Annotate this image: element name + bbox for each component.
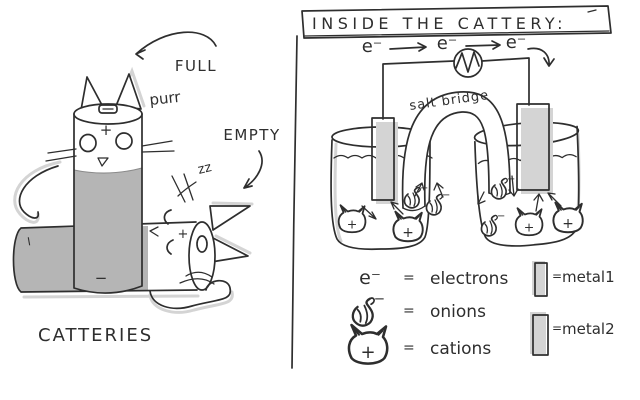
right-beaker-ions (477, 173, 584, 237)
ion-arrow (433, 182, 444, 198)
electron-flow: e⁻ e⁻ e⁻ (362, 32, 555, 67)
swatch-shadow (532, 261, 545, 295)
empty-label: EMPTY (223, 126, 280, 144)
ion-arrow (390, 201, 404, 215)
cat-face-icon (347, 323, 389, 365)
onion-icon (351, 289, 387, 327)
circuit-wire (382, 48, 530, 120)
standing-cat-minus: − (95, 269, 108, 287)
legend-metal1-label: metal1 (562, 268, 615, 286)
cat-face-icon (552, 201, 584, 234)
legend: e⁻ = electrons = onions = cations = meta… (347, 261, 615, 365)
electrode-shadow (376, 122, 398, 204)
ion-arrow (547, 192, 562, 207)
lying-cat-plus: + (178, 227, 189, 242)
legend-eq: = (403, 303, 415, 319)
legend-eq: = (552, 269, 562, 283)
full-arrow (135, 31, 217, 60)
ion-arrow (477, 191, 486, 205)
ion-arrow (533, 193, 544, 212)
flow-arrow-curved (527, 47, 555, 67)
metal1-electrode (371, 117, 395, 201)
ion-arrow (361, 205, 377, 220)
legend-eq: = (552, 321, 562, 335)
metal1-swatch (534, 262, 548, 297)
cat-face-icon (514, 207, 544, 237)
electron-label: e⁻ (437, 33, 458, 54)
empty-arrow (243, 150, 263, 189)
electron-label: e⁻ (362, 36, 383, 57)
ion-arrow (508, 175, 519, 197)
cat-face-icon (392, 210, 424, 243)
snore-label: zz (196, 160, 213, 178)
purr-label: purr (149, 88, 183, 109)
panel-divider (291, 35, 298, 369)
diagram-title: INSIDE THE CATTERY: (312, 14, 567, 33)
legend-electron-symbol: e⁻ (359, 267, 381, 289)
flow-arrow (389, 42, 427, 52)
snore-line (177, 181, 197, 197)
catteries-caption: CATTERIES (38, 325, 153, 346)
left-beaker-ions (337, 182, 452, 243)
battery-gray-lower (74, 168, 142, 293)
full-label: FULL (175, 57, 217, 75)
ion-arrow (414, 182, 425, 197)
title-box: INSIDE THE CATTERY: (301, 5, 612, 39)
swatch-shadow (530, 312, 546, 354)
legend-eq: = (403, 270, 415, 286)
standing-cat-plus: + (100, 121, 113, 139)
metal2-electrode (516, 103, 550, 191)
legend-metal2-label: metal2 (562, 320, 615, 338)
onion-icon (480, 210, 507, 237)
stray-mark (587, 9, 597, 13)
legend-cations-label: cations (430, 339, 491, 359)
electron-label: e⁻ (506, 32, 527, 53)
legend-eq: = (403, 340, 415, 356)
legend-onions-label: onions (430, 302, 486, 322)
cat-face-icon (337, 204, 367, 234)
standing-cat-battery: + − (13, 66, 175, 294)
minus-terminal: − (20, 235, 37, 248)
flow-arrow (465, 40, 501, 50)
legend-electrons-label: electrons (430, 269, 508, 289)
metal2-swatch (532, 314, 549, 356)
electrode-shadow (521, 108, 553, 194)
